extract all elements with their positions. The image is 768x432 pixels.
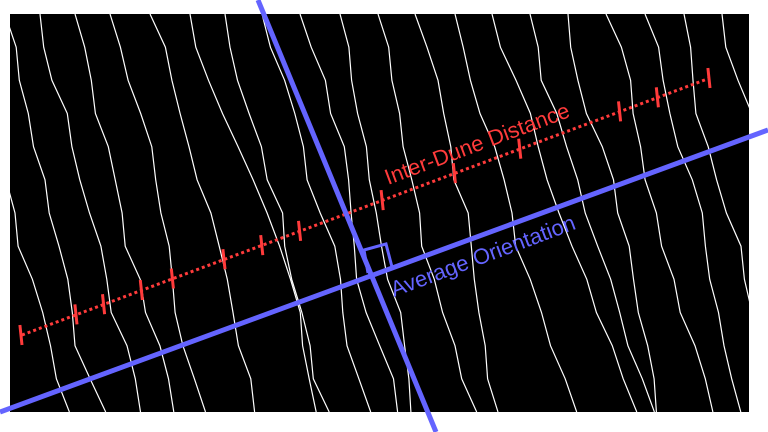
- dune-crossing-ticks: [18, 67, 712, 346]
- crossing-tick: [73, 304, 79, 325]
- crossing-tick: [451, 162, 457, 184]
- right-angle-marker-icon: [362, 242, 394, 274]
- dune-crest-line: [189, 14, 317, 412]
- crossing-tick: [379, 189, 385, 211]
- inter-dune-transect: [18, 67, 712, 346]
- crossing-tick: [221, 249, 227, 270]
- dune-crest-line: [10, 192, 70, 412]
- crossing-tick: [297, 220, 303, 242]
- dune-image-background: [10, 14, 749, 412]
- crossing-tick: [18, 324, 24, 346]
- dune-crest-line: [683, 14, 749, 302]
- dune-crest-line: [74, 14, 175, 412]
- dune-crest-line: [414, 14, 499, 412]
- dune-crest-line: [567, 14, 657, 412]
- crossing-tick: [706, 67, 712, 89]
- dune-crest-line: [529, 14, 655, 412]
- dune-crest-line: [339, 14, 412, 412]
- dune-crest-line: [39, 14, 142, 412]
- dune-crest-line: [377, 14, 478, 412]
- dune-crest-line: [644, 14, 742, 412]
- average-orientation-line: [0, 127, 768, 415]
- dune-crest-line: [10, 26, 107, 412]
- dune-crest-line: [149, 14, 256, 412]
- crossing-tick: [617, 101, 623, 122]
- dune-crest-line: [261, 14, 372, 412]
- crossing-tick: [654, 87, 660, 108]
- perpendicular-line: [255, 0, 439, 432]
- crossing-tick: [101, 294, 107, 315]
- dune-crest-line: [760, 14, 768, 412]
- dune-crest-lines: [10, 14, 768, 412]
- dune-crest-line: [491, 14, 638, 412]
- crossing-tick: [259, 234, 265, 256]
- dune-crest-line: [721, 14, 749, 109]
- crossing-tick: [138, 279, 144, 301]
- dune-crest-line: [454, 14, 578, 412]
- crossing-tick: [169, 268, 175, 289]
- crossing-tick: [517, 138, 523, 159]
- transect-dotted-line: [21, 76, 711, 337]
- dune-crest-line: [224, 14, 330, 412]
- dune-crest-line: [605, 14, 714, 412]
